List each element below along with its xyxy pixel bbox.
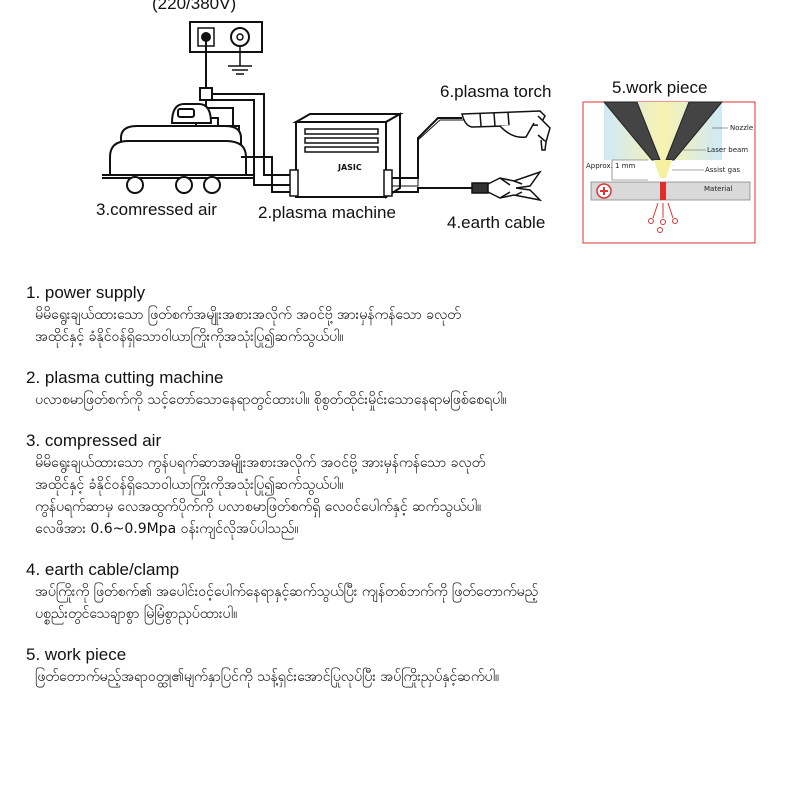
voltage-label: (220/380V) — [152, 0, 236, 13]
step-text: အပ်ကြိုးကို ဖြတ်စက်၏ အပေါင်းဝင့်ပေါက်နေရ… — [35, 584, 539, 600]
step-title: 4. earth cable/clamp — [26, 560, 180, 579]
inset-material-label: Material — [704, 185, 732, 193]
step-text: လေဖိအား 0.6~0.9Mpa ဝန်းကျင်လိုအပ်ပါသည်။ — [35, 521, 299, 537]
machine-brand-label: JASIC — [337, 163, 362, 172]
power-outlet-icon — [189, 21, 263, 53]
inset-laser-beam-label: Laser beam — [707, 146, 748, 154]
plasma-machine-icon — [289, 112, 404, 199]
torch-cable — [392, 117, 462, 179]
earth-cable-wire — [392, 187, 478, 193]
work-piece-label: 5.work piece — [612, 78, 707, 97]
inset-gap-label: Approx. 1 mm — [586, 162, 636, 170]
ground-icon — [228, 46, 252, 75]
compressed-air-label: 3.comressed air — [96, 200, 217, 219]
step-text: အထိုင်နှင့် ခံနိုင်ဝန်ရှိသောဝါယာကြိုးကို… — [35, 329, 344, 345]
air-hose — [241, 156, 290, 193]
step-title: 5. work piece — [26, 645, 127, 664]
step-title: 3. compressed air — [26, 431, 162, 450]
step-text: ဖြတ်တောက်မည့်အရာဝတ္ထု၏မျက်နှာပြင်ကို သန့… — [35, 669, 500, 685]
plasma-torch-label: 6.plasma torch — [440, 82, 552, 101]
step-work-piece: 5. work piece ဖြတ်တောက်မည့်အရာဝတ္ထု၏မျက်… — [26, 644, 796, 688]
instruction-list: 1. power supply မိမိရွေးချယ်ထားသော ဖြတ်စ… — [26, 282, 796, 707]
step-earth-cable-clamp: 4. earth cable/clamp အပ်ကြိုးကို ဖြတ်စက်… — [26, 559, 796, 625]
step-compressed-air: 3. compressed air မိမိရွေးချယ်ထားသော ကွန… — [26, 430, 796, 540]
setup-diagram: (220/380V) — [96, 0, 756, 244]
air-compressor-icon — [102, 103, 254, 194]
step-text: ပစ္စည်းတွင်သေချာစွာ မြဲမြံစွာညှပ်ထားပါ။ — [35, 606, 238, 622]
step-power-supply: 1. power supply မိမိရွေးချယ်ထားသော ဖြတ်စ… — [26, 282, 796, 348]
plasma-torch-icon — [461, 110, 551, 151]
step-plasma-cutting-machine: 2. plasma cutting machine ပလာစမာဖြတ်စက်က… — [26, 367, 796, 411]
inset-assist-gas-label: Assist gas — [705, 166, 740, 174]
earth-cable-label: 4.earth cable — [447, 213, 545, 232]
step-text: မိမိရွေးချယ်ထားသော ကွန်ပရက်ဆာအမျိုးအစားအ… — [35, 455, 486, 471]
step-text: အထိုင်နှင့် ခံနိုင်ဝန်ရှိသောဝါယာကြိုးကို… — [35, 477, 344, 493]
step-text: မိမိရွေးချယ်ထားသော ဖြတ်စက်အမျိုးအစားအလို… — [35, 307, 461, 323]
step-title: 1. power supply — [26, 283, 146, 302]
plasma-machine-label: 2.plasma machine — [258, 203, 396, 222]
earth-clamp-icon — [471, 170, 543, 202]
step-title: 2. plasma cutting machine — [26, 368, 224, 387]
step-text: ပလာစမာဖြတ်စက်ကို သင့်တော်သောနေရာတွင်ထားပ… — [35, 392, 507, 408]
work-piece-inset — [582, 101, 756, 244]
junction-box-icon — [199, 87, 213, 101]
inset-nozzle-label: Nozzle — [730, 124, 753, 132]
step-text: ကွန်ပရက်ဆာမှ လေအထွက်ပိုက်ကို ပလာစမာဖြတ်စ… — [35, 499, 482, 515]
